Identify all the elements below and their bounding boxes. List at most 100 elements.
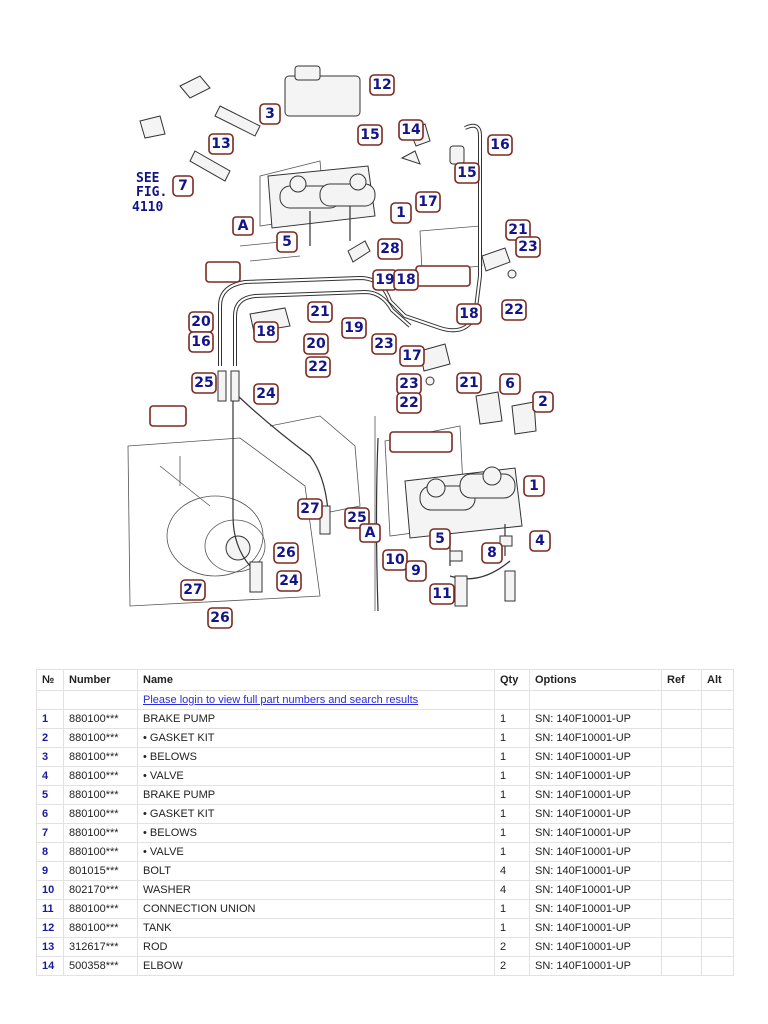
callout-box (207, 607, 233, 629)
cell-no: 12 (36, 918, 64, 938)
cell-alt (701, 956, 734, 976)
login-link[interactable]: Please login to view full part numbers a… (143, 694, 419, 706)
lower-brake-pump (375, 391, 537, 612)
callout-number: 27 (183, 582, 202, 598)
cell-alt (701, 785, 734, 805)
callout-number: 21 (459, 375, 478, 391)
callout-number: 10 (385, 552, 405, 568)
cell-ref (661, 823, 702, 843)
callout-24: 24 (276, 570, 302, 592)
cell-qty: 1 (494, 766, 530, 786)
parts-table: № Number Name Qty Options Ref Alt Please… (36, 669, 734, 976)
cell-name: CONNECTION UNION (137, 899, 495, 919)
callout-24: 24 (253, 383, 279, 405)
cell-options: SN: 140F10001-UP (529, 880, 662, 900)
cell-alt (701, 918, 734, 938)
callout-box (180, 579, 206, 601)
callout-number: 13 (211, 136, 230, 152)
callout-27: 27 (297, 498, 323, 520)
callout-number: 3 (265, 106, 275, 122)
cell-alt (701, 880, 734, 900)
col-header-options: Options (529, 669, 662, 691)
cell-alt (701, 804, 734, 824)
callout-number: 5 (435, 531, 445, 547)
callout-box (253, 321, 279, 343)
see-fig-reference: SEE FIG. 4110 (132, 171, 167, 215)
cell-no: 10 (36, 880, 64, 900)
cell-number: 880100*** (63, 747, 138, 767)
cell-ref (661, 766, 702, 786)
callout-1: 1 (390, 202, 412, 224)
callout-number: 20 (306, 336, 326, 352)
callout-box (390, 202, 412, 224)
callout-number: 17 (418, 194, 437, 210)
callout-number: 7 (178, 178, 188, 194)
cell-name: • GASKET KIT (137, 804, 495, 824)
callout-number: 15 (360, 127, 379, 143)
cell-no: 4 (36, 766, 64, 786)
cell-name: • BELOWS (137, 823, 495, 843)
label-a-upper-text: A (238, 218, 249, 234)
cell-options: SN: 140F10001-UP (529, 899, 662, 919)
cell-alt (701, 899, 734, 919)
label-a-lower-text: A (365, 525, 376, 541)
callout-box (429, 583, 455, 605)
callout-14: 14 (398, 119, 424, 141)
cell-options: SN: 140F10001-UP (529, 804, 662, 824)
cell-number: 801015*** (63, 861, 138, 881)
callout-21: 21 (307, 301, 333, 323)
table-header-row: № Number Name Qty Options Ref Alt (36, 669, 734, 691)
cell-qty: 1 (494, 899, 530, 919)
cell-number: 880100*** (63, 899, 138, 919)
callout-9: 9 (405, 560, 427, 582)
cell-number: 802170*** (63, 880, 138, 900)
callout-8: 8 (481, 542, 503, 564)
callout-number: 26 (210, 610, 229, 626)
cell-options: SN: 140F10001-UP (529, 956, 662, 976)
cell-ref (661, 899, 702, 919)
cell-no: 8 (36, 842, 64, 862)
callout-box (259, 103, 281, 125)
see-line-1: SEE (136, 171, 159, 186)
callout-16: 16 (487, 134, 513, 156)
callout-box (305, 356, 331, 378)
cell-options: SN: 140F10001-UP (529, 823, 662, 843)
cell-alt (701, 728, 734, 748)
callout-number: 14 (401, 122, 421, 138)
callout-4: 4 (529, 530, 551, 552)
callout-box (307, 301, 333, 323)
callout-box (454, 162, 480, 184)
callout-box (456, 372, 482, 394)
cell-no: 11 (36, 899, 64, 919)
callout-15: 15 (454, 162, 480, 184)
callout-number: 15 (457, 165, 476, 181)
callout-number: 18 (256, 324, 275, 340)
cell-name: TANK (137, 918, 495, 938)
cell-ref (661, 709, 702, 729)
callout-1: 1 (523, 475, 545, 497)
callout-19: 19 (341, 317, 367, 339)
callout-box (499, 373, 521, 395)
cell-name: • VALVE (137, 842, 495, 862)
cell-qty: 1 (494, 728, 530, 748)
callout-number: 21 (310, 304, 329, 320)
col-header-alt: Alt (701, 669, 734, 691)
callout-number: 17 (402, 348, 421, 364)
cell-alt (701, 937, 734, 957)
callout-box (371, 333, 397, 355)
callout-box (429, 528, 451, 550)
cell-number: 880100*** (63, 918, 138, 938)
callout-16: 16 (188, 331, 214, 353)
login-row: Please login to view full part numbers a… (36, 690, 734, 710)
callout-23: 23 (515, 236, 541, 258)
see-line-3: 4110 (132, 200, 163, 215)
callout-number: 5 (282, 234, 292, 250)
cell-qty: 1 (494, 823, 530, 843)
callout-number: 25 (347, 510, 366, 526)
